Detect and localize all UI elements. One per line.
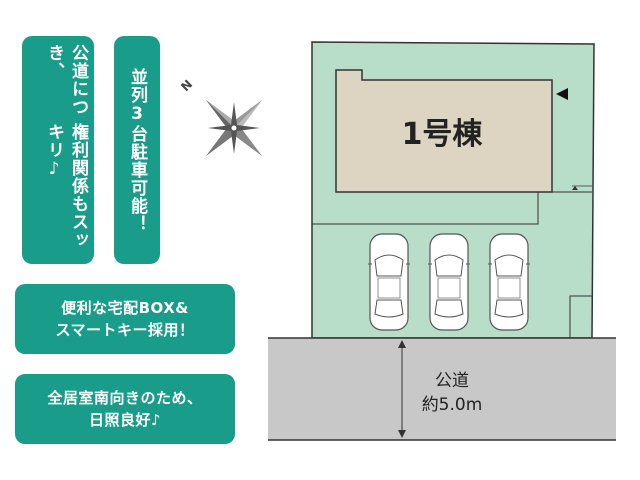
dimension-arrow-top	[398, 340, 406, 348]
dimension-arrow-bottom	[398, 430, 406, 438]
building-label: 1号棟	[402, 117, 484, 152]
feature-badge-delivery-box: 便利な宅配BOX& スマートキー採用！	[15, 284, 235, 354]
parking-car-1	[368, 233, 410, 331]
road-label: 公道	[435, 371, 469, 391]
compass-rose-icon	[205, 99, 263, 157]
badge-line1: 全居室南向きのため、	[47, 389, 203, 407]
badge-line2: 日照良好♪	[88, 411, 162, 429]
feature-badge-public-road: 公道につき、 権利関係もスッキリ♪	[22, 36, 94, 264]
setback-marker	[572, 186, 578, 190]
badge-line1: 便利な宅配BOX&	[61, 299, 189, 317]
badge-text: 並列3台駐車可能！	[127, 67, 147, 233]
road-width-label: 約5.0m	[422, 395, 483, 415]
feature-badge-sunlight: 全居室南向きのため、 日照良好♪	[15, 374, 235, 444]
badge-line2: スマートキー採用！	[55, 321, 195, 339]
entrance-marker-icon	[556, 88, 568, 100]
parking-car-3	[488, 233, 530, 331]
parking-divider	[312, 191, 592, 225]
building-1	[335, 69, 553, 193]
badge-text-col1: 公道につき、	[44, 44, 88, 116]
feature-badge-parking: 並列3台駐車可能！	[114, 36, 160, 264]
public-road	[268, 338, 616, 440]
badge-text-col2: 権利関係もスッキリ♪	[44, 122, 88, 249]
parking-car-2	[428, 233, 470, 331]
compass-north-label: N	[178, 77, 195, 94]
